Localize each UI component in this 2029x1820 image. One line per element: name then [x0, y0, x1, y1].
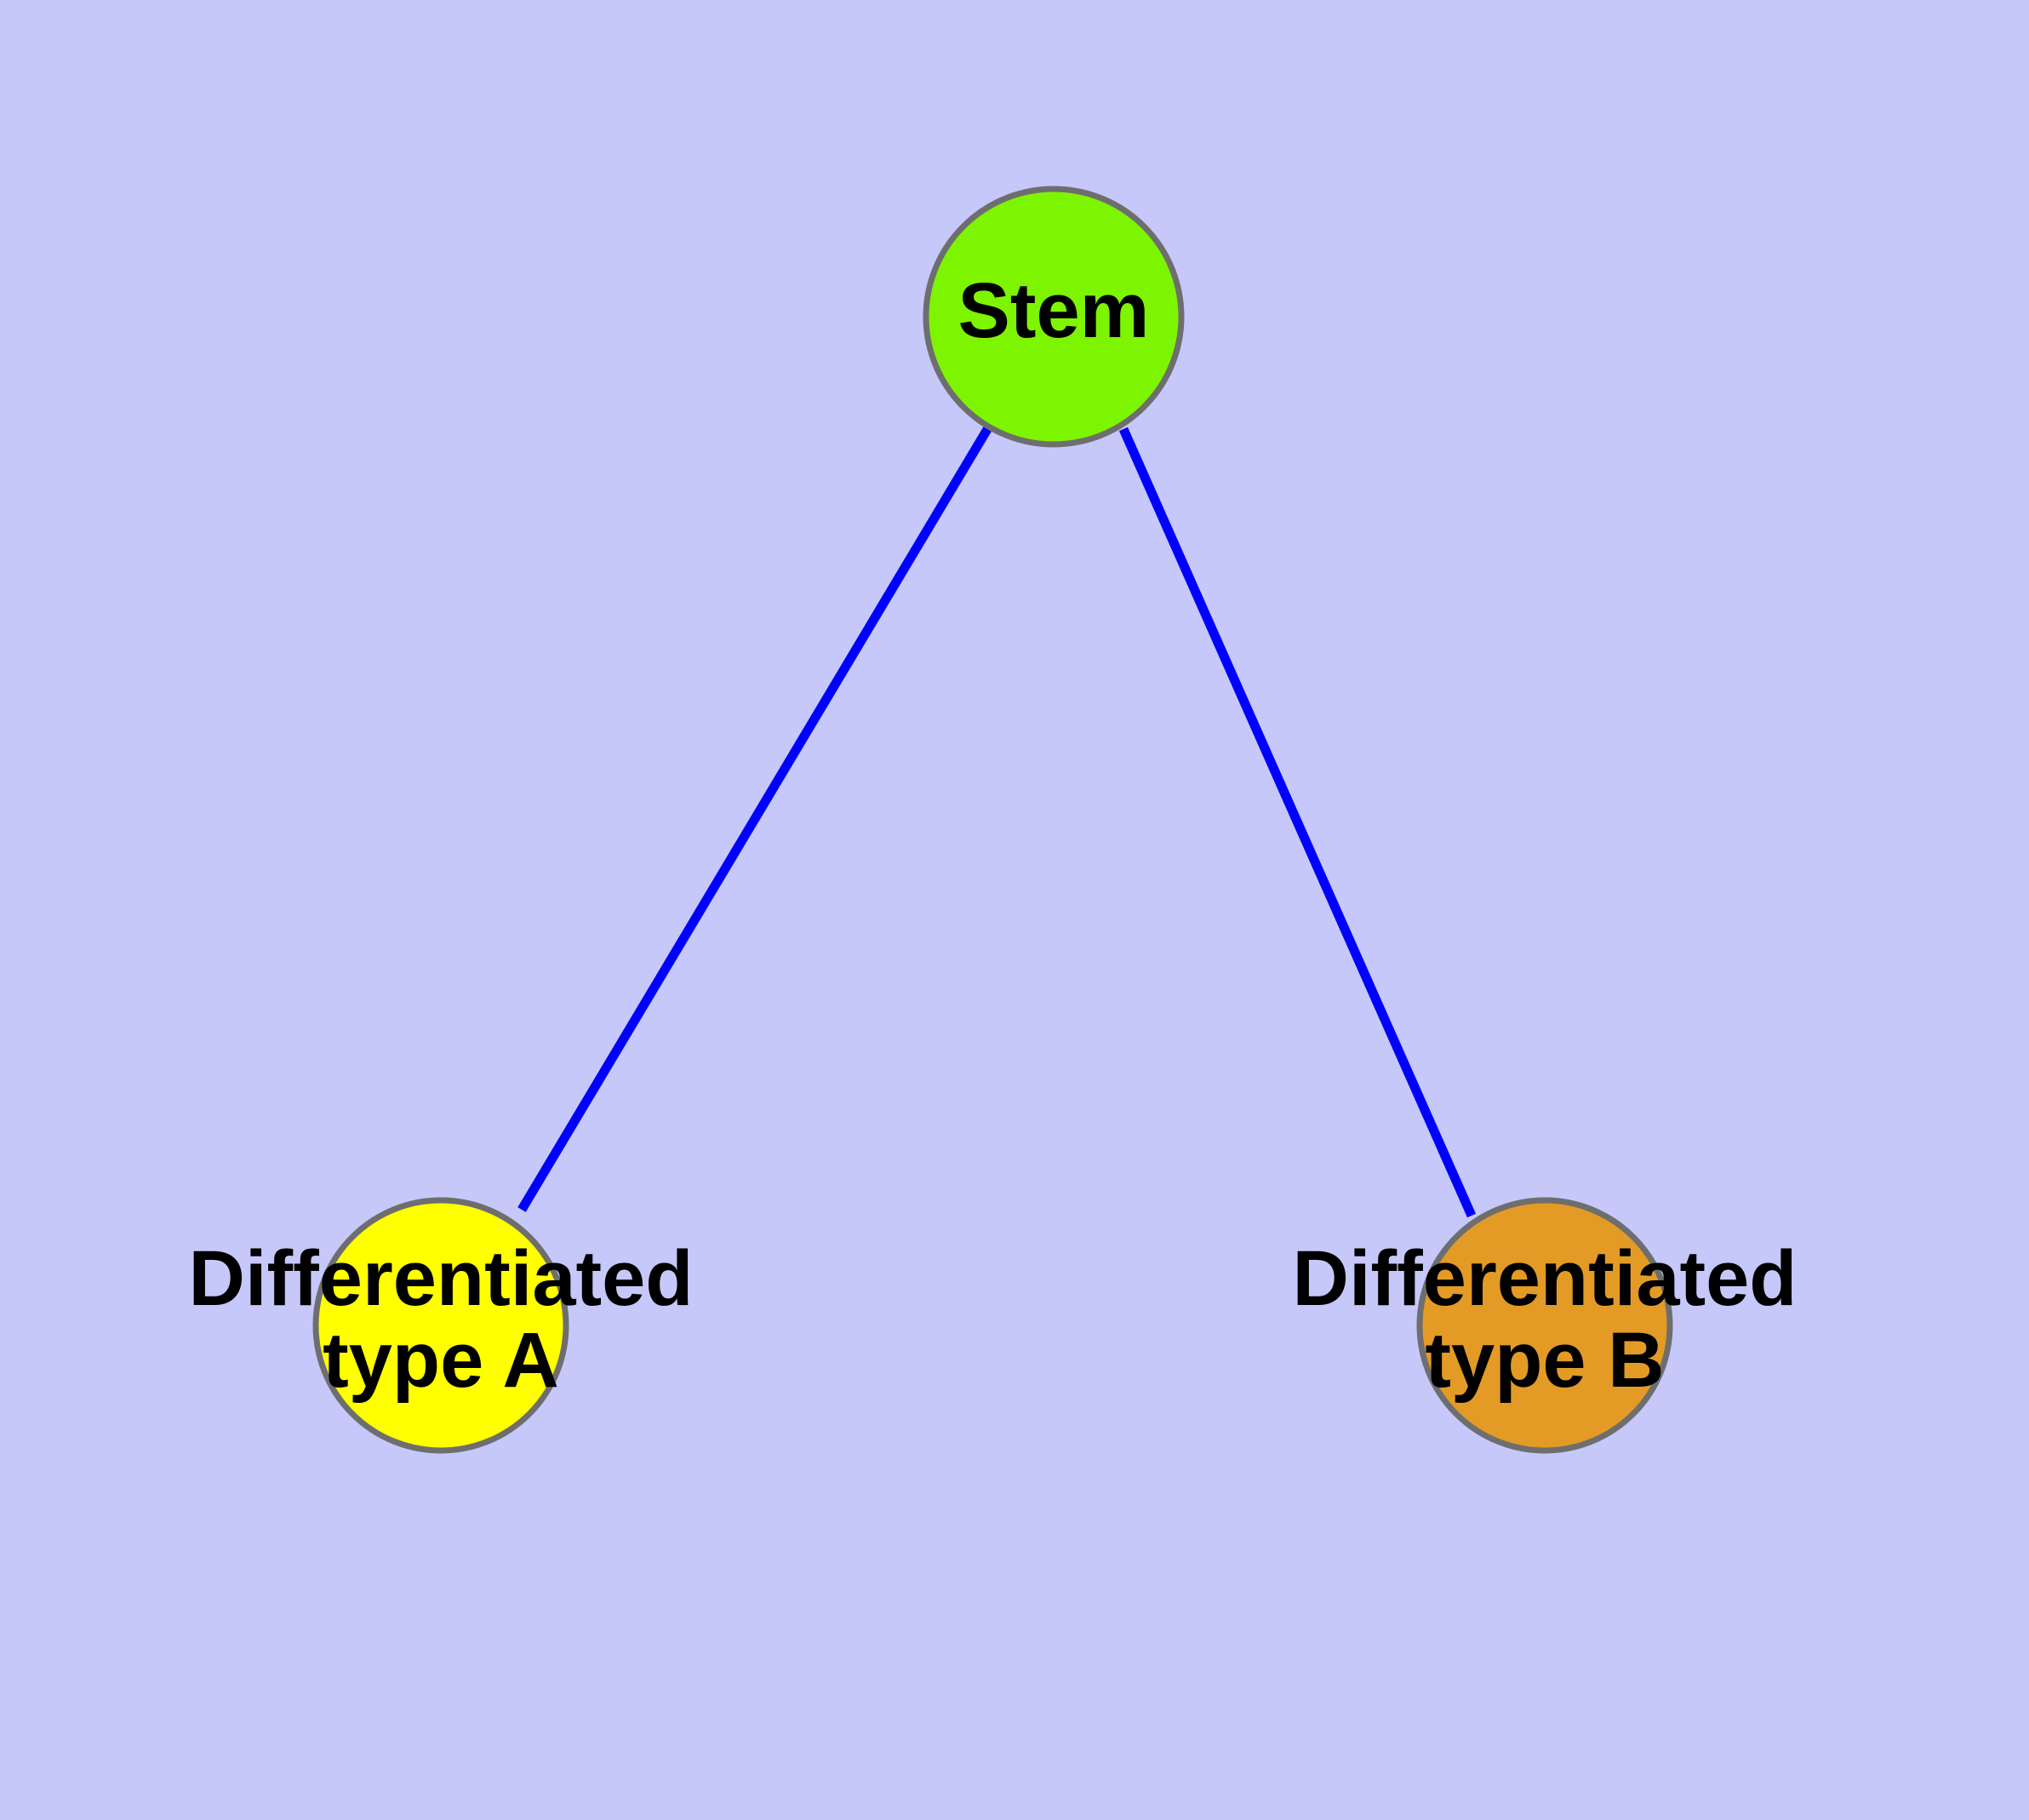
node-label-line: Differentiated	[189, 1235, 694, 1322]
node-circle-stem[interactable]	[923, 186, 1185, 448]
node-diff-a[interactable]	[312, 1197, 569, 1454]
node-label-line: Differentiated	[1293, 1235, 1798, 1322]
node-label-line: Stem	[958, 267, 1150, 354]
node-diff-b[interactable]	[1416, 1197, 1673, 1454]
node-circle-diff-b[interactable]	[1416, 1197, 1673, 1454]
node-label-line: type B	[1425, 1317, 1664, 1404]
node-circle-diff-a[interactable]	[312, 1197, 569, 1454]
edge-stem-to-diff-a[interactable]	[517, 424, 993, 1212]
node-stem[interactable]	[923, 186, 1185, 448]
node-label-line: type A	[323, 1317, 559, 1404]
edge-stem-to-diff-b[interactable]	[1118, 426, 1477, 1218]
node-label-stem: Stem	[958, 267, 1150, 354]
edges-layer	[517, 424, 1477, 1218]
